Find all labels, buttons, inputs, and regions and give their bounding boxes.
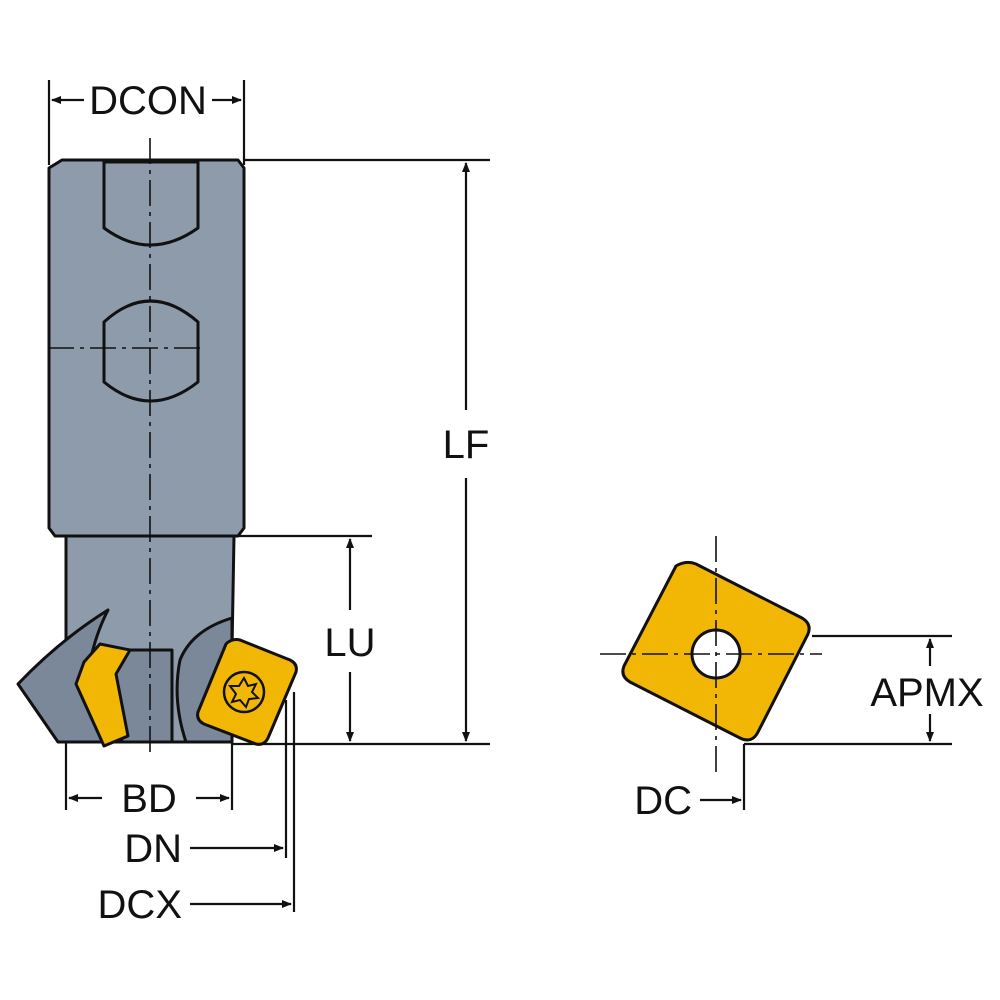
label-dcx: DCX [98, 883, 182, 927]
label-lu: LU [324, 621, 375, 665]
shank-flat-middle [102, 299, 200, 403]
insert-detail [600, 536, 822, 772]
label-dcon: DCON [89, 79, 207, 123]
dim-apmx [744, 634, 952, 746]
dim-dcon [47, 80, 246, 165]
dim-lf [232, 158, 490, 746]
label-dn: DN [124, 827, 182, 871]
dim-bd [64, 742, 234, 810]
cutter-body [16, 158, 246, 744]
label-dc: DC [634, 779, 692, 823]
label-lf: LF [443, 423, 490, 467]
dim-lu [234, 534, 372, 742]
shank-flat-top [102, 160, 200, 247]
dim-dc [700, 744, 746, 810]
torx-screw-icon [222, 670, 266, 714]
insert-right [196, 638, 298, 746]
dim-dcx [190, 692, 296, 912]
label-apmx: APMX [870, 671, 983, 715]
insert-left [74, 642, 132, 748]
label-bd: BD [121, 777, 177, 821]
dim-dn [190, 700, 288, 858]
